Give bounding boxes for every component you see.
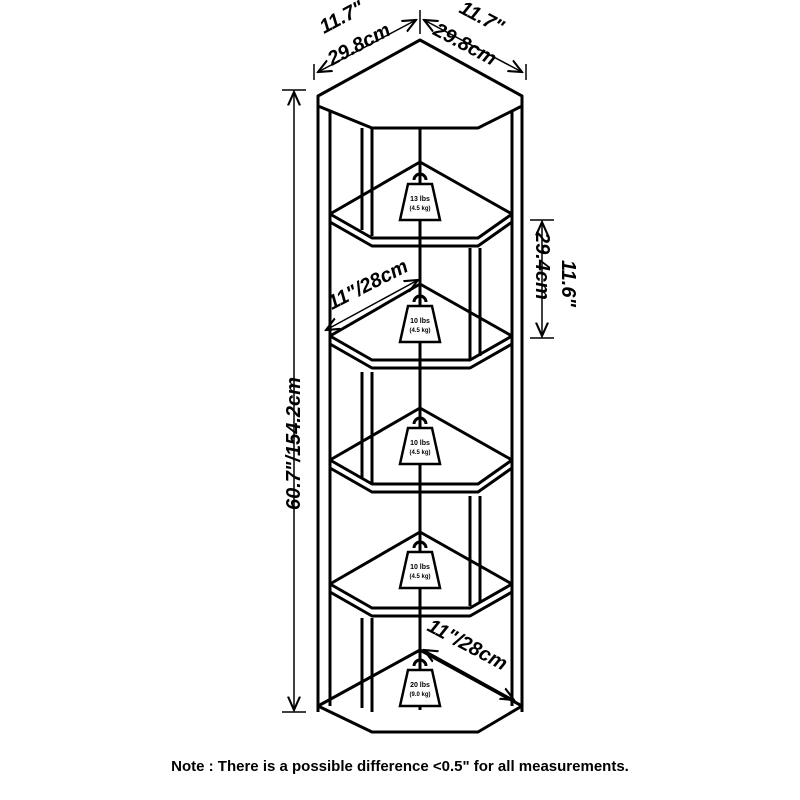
shelf-1-divider xyxy=(360,128,374,236)
shelf-depth-lower-label: 11"/28cm xyxy=(424,615,511,675)
weight-3-kg: (4.5 kg) xyxy=(409,450,430,456)
measurement-note: Note : There is a possible difference <0… xyxy=(171,758,629,775)
shelf-3-divider xyxy=(360,372,374,484)
weight-5-lbs: 20 lbs xyxy=(410,682,430,689)
weight-icon-3: 10 lbs (4.5 kg) xyxy=(398,416,442,466)
shelf-4-divider xyxy=(468,496,482,606)
weight-2-lbs: 10 lbs xyxy=(410,318,430,325)
weight-icon-4: 10 lbs (4.5 kg) xyxy=(398,540,442,590)
weight-2-kg: (4.5 kg) xyxy=(409,328,430,334)
weight-5-kg: (9.0 kg) xyxy=(409,692,430,698)
height-label: 60.7"/154.2cm xyxy=(283,377,305,510)
shelf-1-board xyxy=(328,160,514,248)
weight-1-kg: (4.5 kg) xyxy=(409,206,430,212)
shelf-2-divider xyxy=(468,248,482,360)
shelf-unit xyxy=(316,38,524,734)
right-side-panel xyxy=(510,106,524,712)
weight-icon-1: 13 lbs (4.5 kg) xyxy=(398,172,442,222)
shelf-4-board xyxy=(328,530,514,618)
shelf-depth-upper-label: 11"/28cm xyxy=(324,255,411,314)
dimension-lines xyxy=(282,10,554,713)
shelf-3-board xyxy=(328,406,514,494)
weight-1-lbs: 13 lbs xyxy=(410,196,430,203)
weight-3-lbs: 10 lbs xyxy=(410,440,430,447)
weight-4-lbs: 10 lbs xyxy=(410,564,430,571)
bottom-board xyxy=(316,648,524,734)
shelf-spacing-cm-label: 29.4cm xyxy=(531,231,553,300)
weight-4-kg: (4.5 kg) xyxy=(409,574,430,580)
shelf-5-divider xyxy=(360,618,374,712)
left-side-panel xyxy=(316,106,332,712)
shelf-spacing-in-label: 11.6" xyxy=(557,260,579,307)
